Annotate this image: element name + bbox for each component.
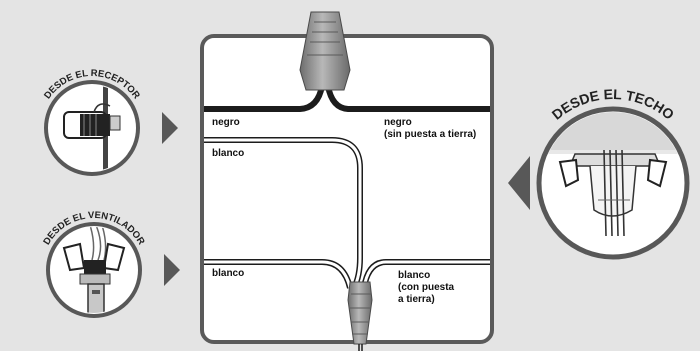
wire-label-negro-left: negro	[212, 117, 240, 128]
wire-label-blanco-top-left: blanco	[212, 148, 245, 159]
receptor-callout	[44, 80, 140, 176]
techo-pointer	[508, 156, 530, 210]
receptor-pointer	[162, 112, 178, 144]
wire-label-negro-right: negro (sin puesta a tierra)	[384, 117, 477, 140]
top-wire-nut	[299, 11, 351, 91]
junction-panel	[200, 34, 494, 344]
bottom-wire-nut	[347, 281, 373, 351]
wire-label-blanco-bottom-left: blanco	[212, 268, 245, 279]
ventilador-pointer	[164, 254, 180, 286]
wire-label-blanco-bottom-right: blanco (con puesta a tierra)	[398, 270, 455, 305]
techo-callout	[536, 106, 690, 260]
ventilador-callout	[46, 222, 142, 318]
